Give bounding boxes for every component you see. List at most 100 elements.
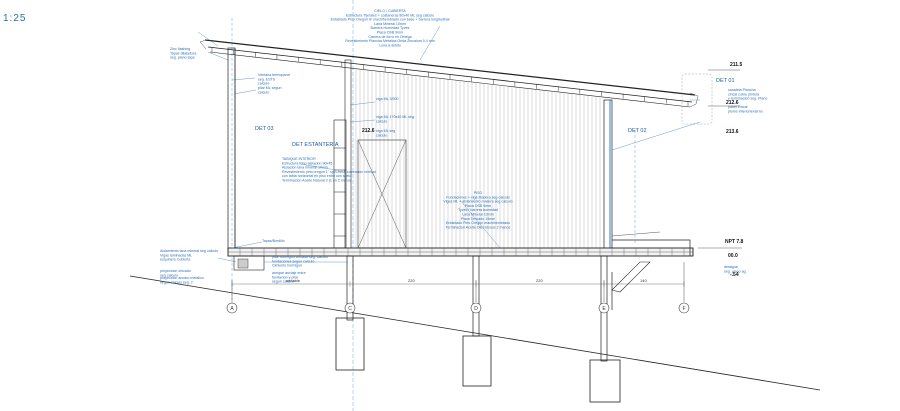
note-line: pilar hormigon armado seg. calculo [272, 255, 328, 259]
note-line: aunque anclaje entre [272, 271, 306, 275]
axis-label-f: F [682, 306, 685, 312]
shelving-unit [333, 119, 347, 249]
note-beam-bottom: Tapas/Bordillo [262, 239, 285, 243]
note-viga-top: viga ML 3/500 [376, 97, 398, 101]
note-line: proyeccion ancaro metalico [160, 276, 204, 280]
note-line: Terminacion Aceite Natural 2 (1 en 2 man… [282, 179, 352, 183]
axis-marker-d [470, 302, 482, 314]
note-line: seg. plano ag. [724, 269, 747, 273]
detail-label-det01: DET 01 [716, 78, 735, 84]
foundations [335, 255, 621, 403]
note-line: Entablado Pino Oregon machihembrado [446, 221, 510, 225]
note-line: Carrera de forro en Omega [368, 35, 411, 39]
dim-1: 220 [408, 278, 415, 283]
detail-callout-frame [681, 73, 713, 125]
level-roof-top: 211.5 [730, 62, 742, 68]
axis-marker-c [344, 302, 356, 314]
note-line: canaleta Plancha [728, 88, 756, 92]
note-line: segun calculo [272, 280, 294, 284]
axis-label-e: E [602, 306, 606, 312]
grid-axes: A C D E F [226, 262, 690, 314]
note-line: TABIQUE INTERIOR [282, 157, 316, 161]
note-line: seg calculo [160, 273, 178, 277]
level-roof-mid: 212.6 [726, 100, 739, 106]
note-line: Aislamiento lana mineral seg calculo [160, 249, 218, 253]
dim-2: 220 [536, 278, 543, 283]
scale-label: 1:25 [3, 13, 26, 24]
note-line: Placa OSB 9mm [465, 204, 492, 208]
note-line: viga ML 170x40 ML seg [376, 115, 414, 119]
note-line: y terminacion seg. Plano [728, 97, 767, 101]
note-line: calculo [376, 119, 387, 123]
axis-marker-a [226, 302, 238, 314]
note-line: fundacion y pilar [272, 275, 299, 279]
note-line: Estructura Pino aislacion 90x45 [282, 161, 332, 165]
note-line: Lana Mineral 10mm [374, 22, 406, 26]
note-line: Barrera Humedad Tyvek [371, 26, 410, 30]
note-line: fundaciones segun calculo [272, 259, 314, 263]
note-line: Lona a debito [379, 43, 401, 47]
axis-marker-f [678, 302, 690, 314]
note-line: PISO [474, 191, 483, 195]
detail-label-det03: DET 03 [255, 126, 274, 132]
note-line: Tapas dilatadora [170, 51, 196, 55]
note-line: plomo interior/externo [728, 109, 763, 113]
note-line: proyeccion zincado [160, 269, 191, 273]
note-line: Tyvek / barrera humedad [458, 208, 498, 212]
ground-line [129, 275, 821, 391]
floor-joists [239, 248, 685, 256]
note-line: Entablado Pino Oregon IF machihembrado c… [331, 18, 450, 22]
dimension-chain: variable 220 220 140 [231, 278, 685, 287]
note-line: Vigas laminadas ML [160, 253, 192, 257]
note-line: Cimiento hormigon [272, 264, 302, 268]
note-line: zincal cobre pintura [728, 92, 759, 96]
axis-label-a: A [230, 306, 234, 312]
dim-left: variable [286, 278, 301, 283]
note-line: Vigas ML + aislamiento madera seg calcul… [443, 200, 512, 204]
note-line: pilar ML segun [258, 86, 281, 90]
level-markers: 211.5 212.6 213.6 212.6 NPT 7.8 00.0 -.5… [362, 62, 744, 278]
note-line: calculo [258, 90, 269, 94]
level-interior: 212.6 [362, 128, 375, 134]
axis-label-d: D [474, 306, 478, 312]
leader-lines [197, 25, 701, 263]
note-line: Fundaciones + viga Madera seg calculo [446, 195, 509, 199]
note-line: Terminacion Aceite Oleo Bonus 2 manos [446, 225, 511, 229]
note-line: viga ML 3/500 [376, 97, 398, 101]
detail-label-det02: DET 02 [628, 128, 647, 134]
note-line: panel Zincal [728, 105, 748, 109]
note-line: viga ML seg [376, 129, 395, 133]
note-line: seg. plano tapa [170, 56, 195, 60]
note-line: Revestimiento pino oregon 1" spin-fresh … [282, 170, 376, 174]
note-line: Lana Mineral 10mm [462, 213, 494, 217]
axis-marker-e [598, 302, 610, 314]
building-section [227, 47, 694, 310]
level-negative: -.54 [730, 272, 739, 278]
dim-3: 140 [640, 278, 647, 283]
note-line: desague [724, 265, 738, 269]
note-line: Revestimiento Plancha Metalica Onda Zinc… [345, 39, 434, 43]
note-line: Placa OSB 9mm [377, 31, 404, 35]
roof-ticks [211, 47, 689, 106]
level-zero: 00.0 [728, 253, 738, 259]
note-line: calculo [376, 133, 387, 137]
note-line: Aislacion lana mineral 10mm [282, 166, 328, 170]
note-line: Tapas/Bordillo [262, 239, 285, 243]
roof [199, 39, 699, 108]
note-line: Zinc flashing [170, 47, 190, 51]
